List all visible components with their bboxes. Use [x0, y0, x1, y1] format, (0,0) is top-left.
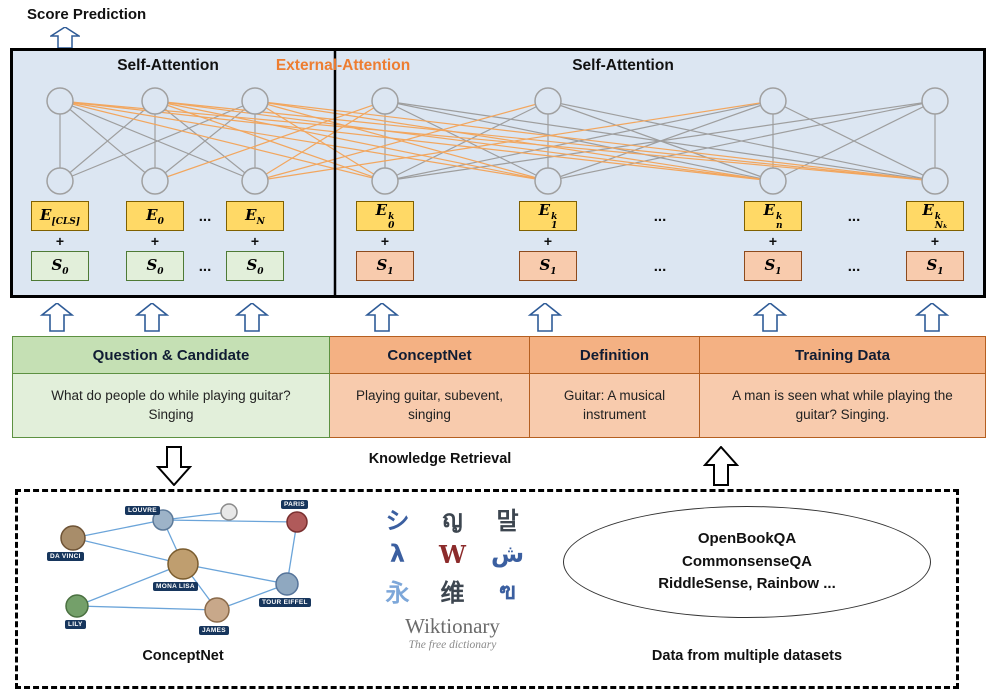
knowledge-table: Question & Candidate What do people do w… [12, 336, 986, 438]
dataset-line: OpenBookQA [697, 530, 797, 548]
datasets-label: Data from multiple datasets [651, 648, 843, 664]
wiktionary-glyph: ش [490, 540, 525, 568]
attention-nodes [46, 87, 949, 195]
up-arrow-icon [703, 446, 739, 486]
plus-sign: + [768, 233, 778, 249]
external-attention-label: External-Attention [275, 57, 411, 74]
conceptnet-graph-drawing [60, 503, 308, 623]
embedding-box: E[CLS] [31, 201, 89, 231]
wiktionary-glyph: λ [389, 540, 406, 568]
knowledge-sources-panel: DA VINCI MONA LISA LOUVRE PARIS TOUR EIF… [15, 489, 959, 689]
wiktionary-glyph: 维 [440, 578, 465, 607]
segment-box: S1 [744, 251, 802, 281]
down-arrow-icon [156, 446, 192, 486]
ellipsis-column: ... ... [198, 207, 212, 275]
node-label: PARIS [281, 500, 308, 509]
wiktionary-glyph: W [439, 539, 466, 569]
node-label: LILY [65, 620, 86, 629]
wiktionary-glyph: シ [385, 506, 410, 535]
plus-sign: + [150, 233, 160, 249]
node-label: TOUR EIFFEL [259, 598, 311, 607]
token-column: E[CLS] + S0 [31, 201, 89, 281]
attention-network [46, 51, 949, 295]
external-attention-lines [59, 100, 936, 182]
column-header: Question & Candidate [12, 336, 330, 374]
column-text: What do people do while playing guitar? … [12, 374, 330, 438]
dataset-line: RiddleSense, Rainbow ... [658, 575, 836, 593]
segment-box: S1 [906, 251, 964, 281]
segment-box: S1 [356, 251, 414, 281]
plus-sign: + [543, 233, 553, 249]
wiktionary-logo: シ ญ 말 λ W ش 永 维 ฃ Wiktionary The free di… [370, 500, 535, 652]
ellipsis-column: ... ... [653, 207, 667, 275]
datasets-ellipse: OpenBookQA CommonsenseQA RiddleSense, Ra… [563, 506, 931, 618]
table-column-conceptnet: ConceptNet Playing guitar, subevent, sin… [330, 336, 530, 438]
wiktionary-name: Wiktionary [405, 614, 500, 638]
column-text: A man is seen what while playing the gui… [700, 374, 986, 438]
dataset-line: CommonsenseQA [681, 552, 813, 570]
column-text: Playing guitar, subevent, singing [330, 374, 530, 438]
node-label: MONA LISA [153, 582, 198, 591]
table-column-definition: Definition Guitar: A musical instrument [530, 336, 700, 438]
score-output-arrow-icon [50, 27, 80, 48]
plus-sign: + [250, 233, 260, 249]
column-text: Guitar: A musical instrument [530, 374, 700, 438]
wiktionary-glyph-grid: シ ญ 말 λ W ش 永 维 ฃ [370, 500, 535, 608]
segment-box: S0 [31, 251, 89, 281]
score-prediction-label: Score Prediction [27, 6, 147, 23]
column-header: Training Data [700, 336, 986, 374]
plus-sign: + [380, 233, 390, 249]
self-attention-label-right: Self-Attention [572, 57, 674, 74]
token-column: E0 + S0 [126, 201, 184, 281]
self-attention-label-left: Self-Attention [117, 57, 219, 74]
table-column-question: Question & Candidate What do people do w… [12, 336, 330, 438]
ellipsis-column: ... ... [847, 207, 861, 275]
node-label: DA VINCI [47, 552, 84, 561]
table-column-training-data: Training Data A man is seen what while p… [700, 336, 986, 438]
wiktionary-tagline: The free dictionary [408, 639, 497, 651]
embedding-box: E0 [126, 201, 184, 231]
wiktionary-glyph: 말 [496, 506, 519, 535]
column-header: ConceptNet [330, 336, 530, 374]
column-header: Definition [530, 336, 700, 374]
segment-box: S1 [519, 251, 577, 281]
attention-box: Self-Attention External-Attention Self-A… [10, 48, 986, 298]
conceptnet-graph: DA VINCI MONA LISA LOUVRE PARIS TOUR EIF… [33, 498, 333, 646]
token-column: EN + S0 [226, 201, 284, 281]
input-arrows [39, 303, 950, 332]
knowledge-retrieval-label: Knowledge Retrieval [368, 451, 512, 467]
segment-box: S0 [226, 251, 284, 281]
wiktionary-glyph: 永 [385, 578, 410, 607]
node-label: LOUVRE [125, 506, 160, 515]
conceptnet-label: ConceptNet [142, 648, 224, 664]
wiktionary-glyph: ฃ [499, 576, 516, 605]
embedding-box: EN [226, 201, 284, 231]
wiktionary-glyph: ญ [442, 504, 463, 533]
plus-sign: + [55, 233, 65, 249]
segment-box: S0 [126, 251, 184, 281]
node-label: JAMES [199, 626, 229, 635]
plus-sign: + [930, 233, 940, 249]
